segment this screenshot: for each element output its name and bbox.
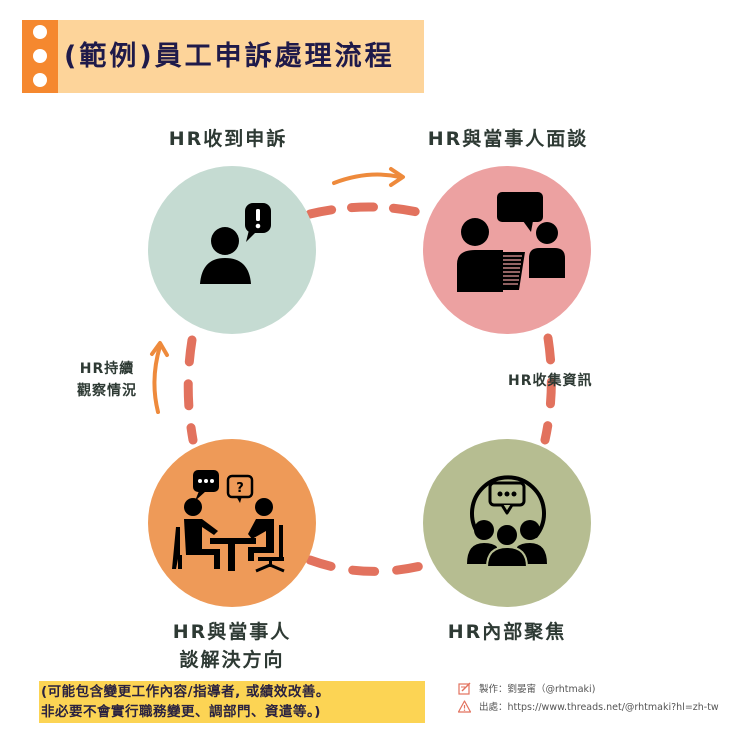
group-discussion-icon bbox=[467, 475, 547, 568]
step-label-line: 談解決方向 bbox=[179, 649, 285, 671]
title-banner: (範例)員工申訴處理流程 bbox=[22, 20, 424, 93]
binding-hole bbox=[33, 25, 47, 39]
dashed-connector-right bbox=[540, 333, 556, 445]
step-circle-resolve: ? bbox=[148, 439, 316, 607]
credit-source: 出處：https://www.threads.net/@rhtmaki?hl=z… bbox=[458, 699, 719, 713]
dashed-connector-left bbox=[183, 335, 198, 445]
svg-text:?: ? bbox=[236, 481, 244, 496]
arrow-up-icon bbox=[152, 344, 162, 414]
connector-label-observe: HR持續 觀察情況 bbox=[66, 358, 148, 402]
step-label-receive: HR收到申訴 bbox=[168, 128, 288, 150]
connector-label-line: 觀察情況 bbox=[77, 383, 137, 399]
step-label-interview: HR與當事人面談 bbox=[427, 128, 589, 150]
credit-source-link[interactable]: 出處：https://www.threads.net/@rhtmaki?hl=z… bbox=[479, 702, 719, 713]
step-circle-interview bbox=[423, 166, 591, 334]
edit-note-icon bbox=[458, 682, 471, 695]
step-label-resolve: HR與當事人 談解決方向 bbox=[148, 618, 316, 674]
footnote-box: (可能包含變更工作內容/指導者, 或績效改善。 非必要不會實行職務變更、調部門、… bbox=[39, 681, 425, 723]
meeting-table-icon: ? bbox=[172, 470, 285, 573]
dashed-connector-bottom bbox=[305, 555, 430, 576]
step-circle-receive bbox=[148, 166, 316, 334]
page-title: (範例)員工申訴處理流程 bbox=[64, 41, 395, 72]
interview-document-icon bbox=[457, 192, 565, 292]
credit-author-text: 製作：劉晏甯（@rhtmaki) bbox=[479, 684, 596, 695]
connector-label-collect-info: HR收集資訊 bbox=[508, 373, 593, 389]
footnote-line: 非必要不會實行職務變更、調部門、資遣等。) bbox=[41, 704, 321, 720]
binding-hole bbox=[33, 73, 47, 87]
credit-author: 製作：劉晏甯（@rhtmaki) bbox=[458, 681, 595, 695]
banner-binding-strip bbox=[22, 20, 58, 93]
step-label-line: HR與當事人 bbox=[172, 621, 292, 643]
step-circle-focus bbox=[423, 439, 591, 607]
step-label-focus: HR內部聚焦 bbox=[447, 621, 567, 643]
connector-label-line: HR持續 bbox=[79, 361, 135, 377]
dashed-connector-top bbox=[305, 202, 431, 219]
binding-hole bbox=[33, 49, 47, 63]
arrow-right-icon bbox=[332, 172, 402, 185]
footnote-line: (可能包含變更工作內容/指導者, 或績效改善。 bbox=[41, 684, 330, 700]
person-exclamation-icon bbox=[200, 203, 271, 284]
warning-triangle-icon bbox=[458, 699, 471, 713]
